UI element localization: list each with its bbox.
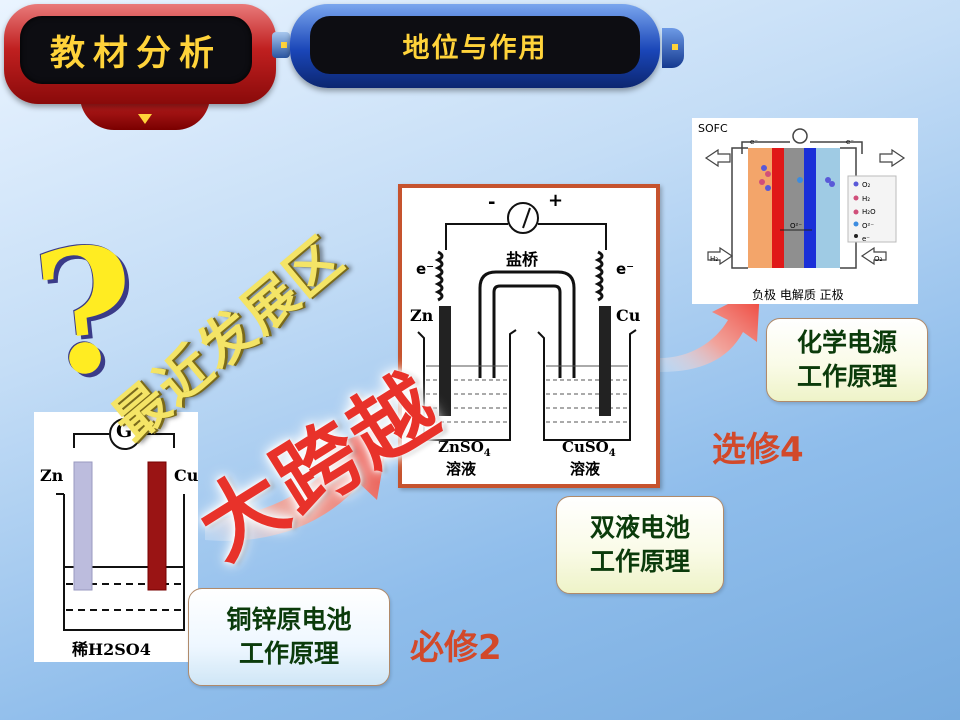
legend-h2o: H₂O [862,208,876,216]
chemical-source-label-box: 化学电源 工作原理 [766,318,928,402]
chemical-source-label-line1: 化学电源 [796,328,897,357]
end-dot-icon [672,44,678,50]
left-solution-word: 溶液 [446,460,477,478]
connector-dot-icon [281,42,287,48]
double-liquid-label-line2: 工作原理 [589,547,690,576]
double-liquid-cell-diagram: - + 盐桥 e⁻ e⁻ Zn Cu ZnSO4 CuSO4 溶液 溶液 [398,184,660,488]
course-required-2: 必修2 [410,628,502,668]
sofc-inlet-o2: O₂ [874,255,883,263]
salt-bridge-label: 盐桥 [506,250,539,269]
copper-electrode-label: Cu [174,466,199,485]
copper-zinc-cell-diagram: G Zn Cu 稀H2SO4 [34,412,198,662]
minus-label: - [488,192,496,213]
right-solution-word: 溶液 [570,460,601,478]
copper-zinc-label-box: 铜锌原电池 工作原理 [188,588,390,686]
sofc-electron-b: e⁻ [846,138,855,146]
galvanometer-label: G [116,420,133,442]
section-badge-inner: 教材分析 [20,16,252,84]
legend-h2: H₂ [862,194,871,203]
copper-electrode-label: Cu [616,306,641,325]
sofc-diagram: SOFC e⁻ e⁻ O²⁻ H₂ O₂ O₂ H₂ H₂O O²⁻ e⁻ 负极… [692,118,918,304]
copper-zinc-label-line1: 铜锌原电池 [226,605,352,634]
course-elective-4: 选修4 [712,430,804,470]
sofc-ion-label: O²⁻ [790,222,803,230]
arrow-to-chemical-source [660,288,760,372]
electron-right-label: e⁻ [616,260,635,278]
double-liquid-label-box: 双液电池 工作原理 [556,496,724,594]
chemical-source-label-line2: 工作原理 [796,362,897,391]
sofc-legend: O₂ H₂ H₂O O²⁻ e⁻ [862,179,876,247]
sofc-inlet-h2: H₂ [710,255,719,263]
arrow-to-double-cell [205,424,390,541]
copper-zinc-label-line2: 工作原理 [238,639,339,668]
plus-label: + [548,190,564,211]
zinc-electrode-label: Zn [40,466,64,485]
section-title: 教材分析 [49,33,222,74]
zinc-sulfate-label: ZnSO4 [438,438,491,459]
subsection-badge-inner: 地位与作用 [310,16,640,74]
acid-solution-label: 稀H2SO4 [72,640,151,659]
legend-o2-ion: O²⁻ [862,221,875,230]
electron-left-label: e⁻ [416,260,435,278]
sofc-caption: 负极 电解质 正极 [752,288,844,302]
sofc-title: SOFC [698,122,728,135]
copper-sulfate-label: CuSO4 [562,438,616,459]
header-tab-arrow-icon [138,114,152,124]
sofc-electron-a: e⁻ [750,138,759,146]
zinc-electrode-label: Zn [410,306,434,325]
legend-o2: O₂ [862,181,871,189]
double-liquid-label-line1: 双液电池 [589,513,690,542]
legend-electron: e⁻ [862,235,871,243]
subsection-title: 地位与作用 [402,32,548,64]
